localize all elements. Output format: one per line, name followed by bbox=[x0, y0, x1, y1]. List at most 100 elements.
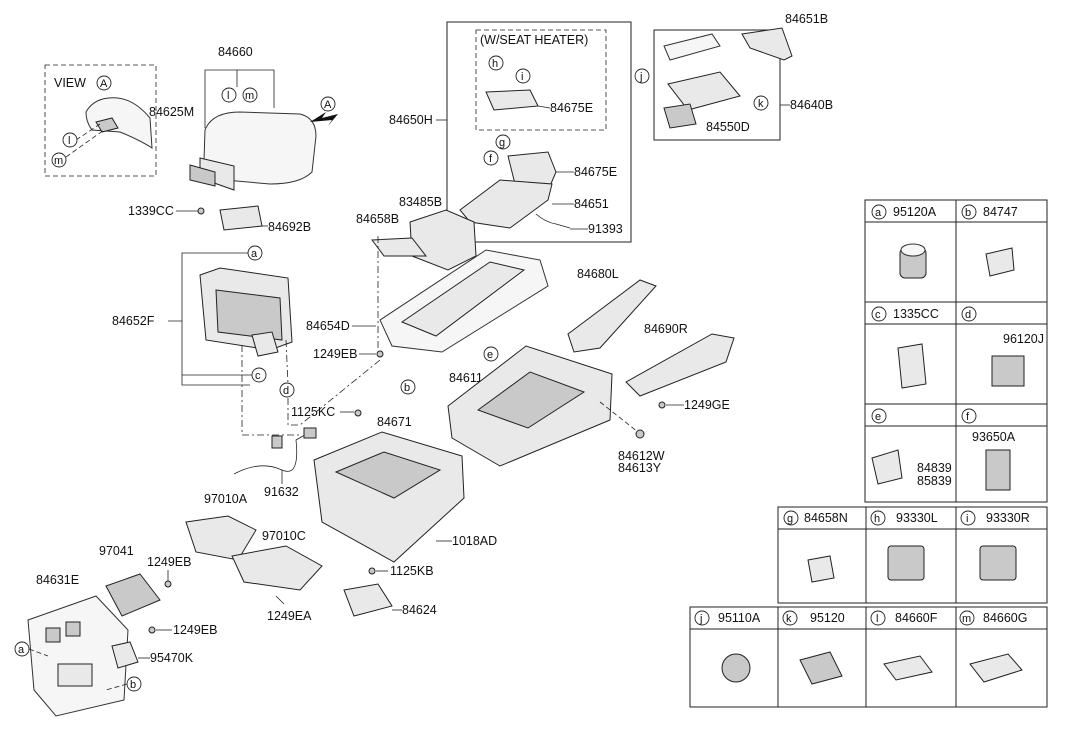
rear-console-group: 1125KC 84671 1018AD 1125KB 84624 bbox=[291, 405, 497, 617]
clip-l-icon bbox=[883, 655, 933, 681]
label-84651: 84651 bbox=[574, 197, 609, 211]
legend-letter-h: h bbox=[874, 513, 880, 525]
side-panel-84680L bbox=[567, 279, 657, 353]
legend-letter-d: d bbox=[965, 309, 971, 321]
callout-b-bottom-text: b bbox=[130, 679, 136, 691]
label-84612W: 84612W bbox=[618, 449, 665, 463]
label-97010A: 97010A bbox=[204, 492, 248, 506]
legend-part-93650A: 93650A bbox=[972, 430, 1016, 444]
storage-box-tab bbox=[251, 331, 279, 357]
shift-panel-84651 bbox=[459, 179, 553, 229]
legend-table: a 95120A b 84747 c 1335CC d 96120J e bbox=[689, 199, 1048, 708]
legend-cell-f: f 93650A bbox=[961, 408, 1016, 491]
legend-part-95120: 95120 bbox=[810, 611, 845, 625]
bracket-icon bbox=[897, 343, 927, 389]
label-84680L: 84680L bbox=[577, 267, 619, 281]
cup-holder-83485B bbox=[409, 209, 477, 271]
screw-1339CC bbox=[197, 207, 205, 215]
label-84671: 84671 bbox=[377, 415, 412, 429]
callout-k-text: k bbox=[758, 98, 764, 110]
legend-part-95110A: 95110A bbox=[718, 611, 761, 625]
label-1339CC: 1339CC bbox=[128, 204, 174, 218]
clip-icon bbox=[985, 247, 1015, 277]
label-1018AD: 1018AD bbox=[452, 534, 497, 548]
legend-cell-j: j 95110A bbox=[694, 610, 761, 683]
screw-1249EB-c bbox=[148, 626, 156, 634]
callout-f bbox=[483, 150, 499, 166]
callout-f-text: f bbox=[489, 153, 493, 165]
switch-e-icon bbox=[871, 449, 903, 485]
rear-panel-window bbox=[57, 663, 93, 687]
label-84651B: 84651B bbox=[785, 12, 828, 26]
screw-1249EB-b bbox=[164, 580, 172, 588]
legend-letter-k: k bbox=[786, 613, 792, 625]
callout-l-top bbox=[221, 87, 237, 103]
label-1125KC: 1125KC bbox=[291, 405, 335, 419]
duct-97010C bbox=[231, 545, 323, 591]
heater-switch-right-icon bbox=[979, 545, 1017, 581]
view-arrow bbox=[310, 112, 338, 126]
armrest-clip-detail bbox=[95, 117, 119, 133]
main-console-group: 83485B 84658B 84654D e b 1249EB bbox=[299, 195, 549, 426]
callout-k bbox=[753, 95, 769, 111]
duct-97010A bbox=[185, 515, 257, 561]
view-callout-m bbox=[51, 152, 67, 168]
callout-i-text: i bbox=[521, 71, 523, 83]
label-84658B: 84658B bbox=[356, 212, 399, 226]
label-1249EB-b: 1249EB bbox=[147, 555, 191, 569]
legend-letter-l: l bbox=[876, 613, 878, 625]
legend-cell-h: h 93330L bbox=[870, 510, 938, 581]
legend-letter-a: a bbox=[875, 207, 882, 219]
legend-cell-m: m 84660G bbox=[959, 610, 1027, 683]
legend-part-93330L: 93330L bbox=[896, 511, 938, 525]
label-84625M: 84625M bbox=[149, 105, 194, 119]
label-97041: 97041 bbox=[99, 544, 134, 558]
legend-cell-d: d 96120J bbox=[961, 306, 1044, 387]
legend-part-84660G: 84660G bbox=[983, 611, 1027, 625]
switch-f-icon bbox=[985, 449, 1011, 491]
screw-1249EB-a bbox=[376, 350, 384, 358]
legend-letter-b: b bbox=[965, 207, 971, 219]
label-1249EA: 1249EA bbox=[267, 609, 312, 623]
tray-group: 84651B j k 84640B 84550D bbox=[634, 12, 833, 141]
legend-cell-g: g 84658N bbox=[783, 510, 848, 583]
legend-part-84747: 84747 bbox=[983, 205, 1018, 219]
ducts-group: 97010A 97010C 1249EA bbox=[185, 492, 323, 623]
legend-letter-e: e bbox=[875, 411, 881, 423]
jack-icon bbox=[991, 355, 1025, 387]
legend-part-84660F: 84660F bbox=[895, 611, 938, 625]
legend-letter-c: c bbox=[875, 309, 881, 321]
label-1249GE: 1249GE bbox=[684, 398, 730, 412]
callout-c-left bbox=[251, 367, 267, 383]
label-84675E-b: 84675E bbox=[574, 165, 617, 179]
socket-k-icon bbox=[799, 651, 843, 685]
callout-e-mid bbox=[483, 346, 499, 362]
console-top-frame bbox=[446, 21, 632, 243]
legend-cell-l: l 84660F bbox=[870, 610, 938, 681]
legend-cell-c: c 1335CC bbox=[871, 306, 939, 389]
rear-console-interior bbox=[334, 451, 442, 499]
legend-part-84658N: 84658N bbox=[804, 511, 848, 525]
screw-1125KC bbox=[354, 409, 362, 417]
callout-m-top bbox=[242, 87, 258, 103]
legend-cell-i: i 93330R bbox=[960, 510, 1030, 581]
console-top-group: (W/SEAT HEATER) h i 84675E 84650H g f 84… bbox=[389, 21, 632, 243]
label-1249EB-a: 1249EB bbox=[313, 347, 357, 361]
knob-g-icon bbox=[807, 555, 835, 583]
heater-switch-left-icon bbox=[887, 545, 925, 581]
legend-cell-b: b 84747 bbox=[961, 204, 1018, 277]
label-84660: 84660 bbox=[218, 45, 253, 59]
legend-letter-j: j bbox=[699, 613, 702, 625]
rear-panel-slot-1 bbox=[45, 627, 61, 643]
rear-panel-84631E bbox=[27, 595, 129, 717]
clip-m-icon bbox=[969, 653, 1023, 683]
callout-b-mid bbox=[400, 379, 416, 395]
legend-row5-frame bbox=[689, 606, 1048, 708]
console-upper-opening bbox=[400, 261, 526, 337]
callout-i bbox=[515, 68, 531, 84]
legend-part-95120A: 95120A bbox=[893, 205, 937, 219]
label-84611: 84611 bbox=[449, 371, 483, 385]
callout-j-text: j bbox=[639, 71, 642, 83]
label-91393: 91393 bbox=[588, 222, 623, 236]
legend-letter-m: m bbox=[962, 613, 971, 625]
